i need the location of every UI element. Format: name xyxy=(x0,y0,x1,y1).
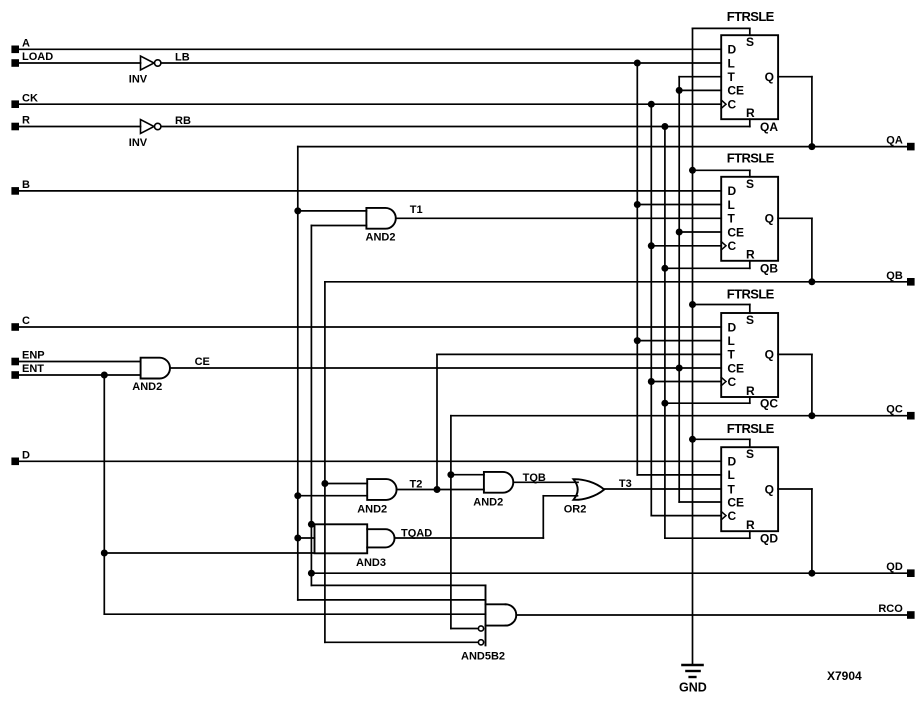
svg-text:R: R xyxy=(746,248,755,262)
svg-text:QC: QC xyxy=(886,404,903,416)
svg-text:CE: CE xyxy=(727,84,744,98)
svg-text:L: L xyxy=(728,334,735,348)
svg-text:QB: QB xyxy=(760,262,778,276)
svg-text:RB: RB xyxy=(175,115,191,127)
svg-text:D: D xyxy=(728,184,737,198)
svg-text:CK: CK xyxy=(22,92,38,104)
svg-text:CE: CE xyxy=(727,361,744,375)
svg-text:T: T xyxy=(728,348,736,362)
svg-text:LB: LB xyxy=(175,51,190,63)
svg-text:C: C xyxy=(728,98,737,112)
svg-text:T3: T3 xyxy=(619,478,632,490)
svg-text:INV: INV xyxy=(129,137,148,149)
svg-text:FTRSLE: FTRSLE xyxy=(727,287,775,302)
svg-text:QB: QB xyxy=(886,270,903,282)
svg-text:D: D xyxy=(728,320,737,334)
svg-text:AND5B2: AND5B2 xyxy=(461,651,505,663)
svg-text:OR2: OR2 xyxy=(564,504,587,516)
svg-text:R: R xyxy=(746,384,755,398)
svg-text:C: C xyxy=(728,239,737,253)
svg-text:Q: Q xyxy=(765,482,774,496)
svg-text:QA: QA xyxy=(760,120,778,134)
svg-text:QD: QD xyxy=(886,561,903,573)
svg-text:FTRSLE: FTRSLE xyxy=(727,9,775,24)
svg-text:QA: QA xyxy=(886,135,903,147)
svg-text:Q: Q xyxy=(765,212,774,226)
svg-text:LOAD: LOAD xyxy=(22,51,53,63)
svg-text:GND: GND xyxy=(679,681,707,695)
svg-text:S: S xyxy=(746,35,754,49)
svg-text:T1: T1 xyxy=(410,204,423,216)
svg-text:C: C xyxy=(22,315,30,327)
svg-text:X7904: X7904 xyxy=(827,669,862,683)
svg-text:AND2: AND2 xyxy=(366,232,396,244)
svg-text:L: L xyxy=(728,468,735,482)
svg-text:FTRSLE: FTRSLE xyxy=(727,421,775,436)
svg-text:FTRSLE: FTRSLE xyxy=(727,151,775,166)
svg-text:B: B xyxy=(22,179,30,191)
svg-text:Q: Q xyxy=(765,70,774,84)
svg-text:AND3: AND3 xyxy=(356,557,386,569)
svg-text:S: S xyxy=(746,447,754,461)
svg-text:AND2: AND2 xyxy=(357,503,387,515)
svg-text:CE: CE xyxy=(727,225,744,239)
svg-text:A: A xyxy=(22,38,30,50)
svg-text:D: D xyxy=(22,450,30,462)
svg-text:T: T xyxy=(728,212,736,226)
svg-text:C: C xyxy=(728,509,737,523)
svg-text:L: L xyxy=(728,56,735,70)
svg-text:INV: INV xyxy=(129,73,148,85)
svg-text:AND2: AND2 xyxy=(473,497,503,509)
svg-text:RCO: RCO xyxy=(878,603,903,615)
svg-text:TQAD: TQAD xyxy=(401,528,432,540)
svg-text:ENP: ENP xyxy=(22,350,45,362)
svg-text:R: R xyxy=(746,106,755,120)
svg-text:ENT: ENT xyxy=(22,363,44,375)
svg-text:R: R xyxy=(746,518,755,532)
svg-text:Q: Q xyxy=(765,348,774,362)
svg-text:R: R xyxy=(22,115,30,127)
svg-text:L: L xyxy=(728,198,735,212)
svg-text:T: T xyxy=(728,482,736,496)
svg-text:D: D xyxy=(728,455,737,469)
svg-text:S: S xyxy=(746,177,754,191)
svg-text:QC: QC xyxy=(760,397,778,411)
svg-text:C: C xyxy=(728,375,737,389)
svg-text:QD: QD xyxy=(760,532,778,546)
svg-text:T2: T2 xyxy=(410,478,423,490)
svg-text:AND2: AND2 xyxy=(132,381,162,393)
svg-text:CE: CE xyxy=(195,356,210,368)
svg-text:TQB: TQB xyxy=(523,472,546,484)
svg-text:CE: CE xyxy=(727,495,744,509)
svg-text:D: D xyxy=(728,43,737,57)
svg-text:S: S xyxy=(746,313,754,327)
svg-text:T: T xyxy=(728,70,736,84)
